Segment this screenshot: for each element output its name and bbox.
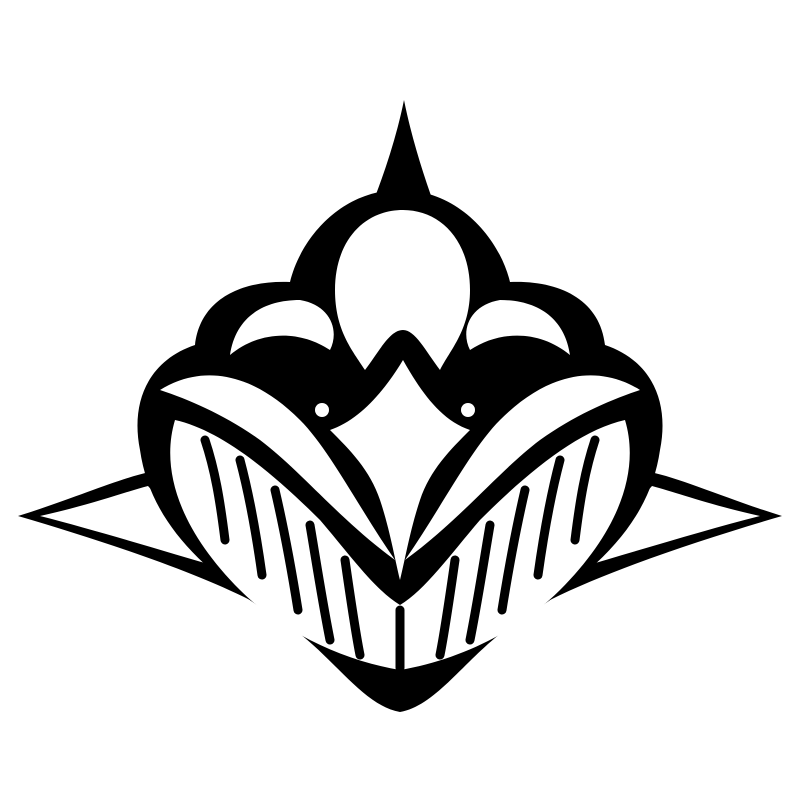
left-side-fin — [18, 472, 250, 600]
teeth-lines — [200, 435, 600, 673]
left-cheek-band — [160, 375, 395, 560]
right-cheek-band — [405, 375, 640, 560]
snout — [330, 360, 470, 580]
mouth — [170, 420, 630, 673]
right-brow — [466, 300, 570, 355]
right-side-fin — [550, 472, 782, 600]
head-dome — [335, 210, 470, 370]
left-brow — [230, 300, 334, 355]
left-eye — [315, 403, 329, 417]
right-eye — [461, 403, 475, 417]
dorsal-spike — [368, 100, 438, 215]
